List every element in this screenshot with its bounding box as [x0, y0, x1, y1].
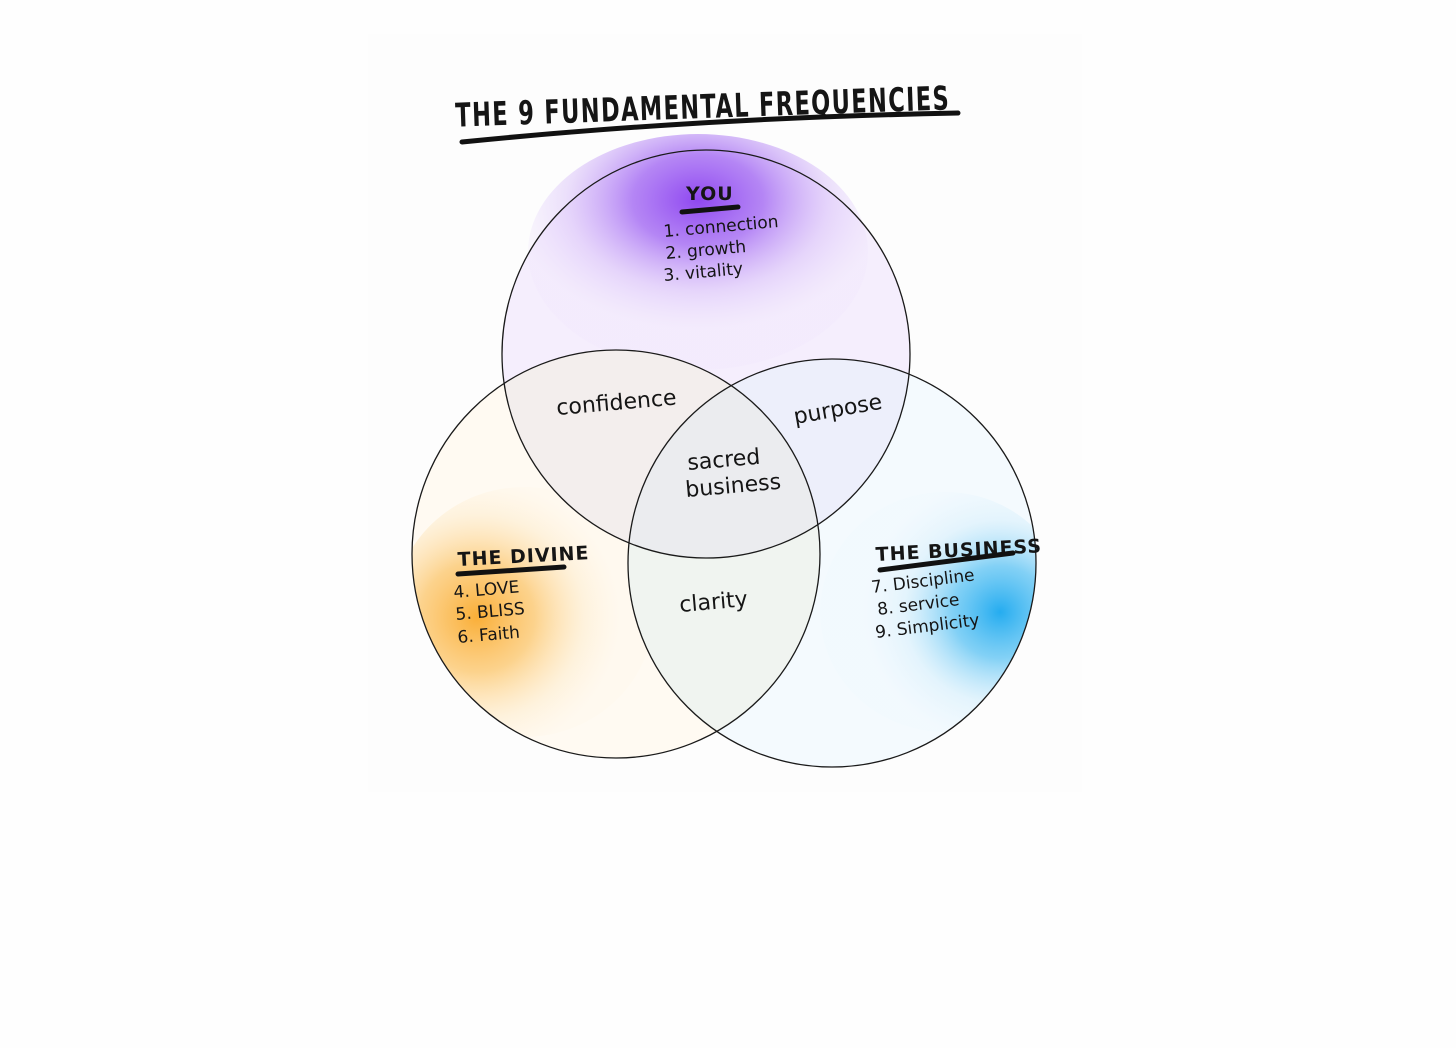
you-heading: YOU	[685, 183, 734, 205]
overlap-center-fill	[628, 359, 820, 558]
divine-circle-outline	[411, 349, 821, 759]
business-circle-outline	[627, 358, 1037, 768]
you-circle-outline	[501, 149, 911, 559]
overlap-label-clarity: clarity	[678, 587, 748, 618]
title-underline	[459, 110, 961, 145]
business-heading-underline	[877, 550, 1016, 573]
you-heading-underline	[679, 204, 741, 215]
diagram-title: THE 9 FUNDAMENTAL FREQUENCIES	[455, 78, 951, 134]
divine-heading-underline	[455, 564, 567, 577]
